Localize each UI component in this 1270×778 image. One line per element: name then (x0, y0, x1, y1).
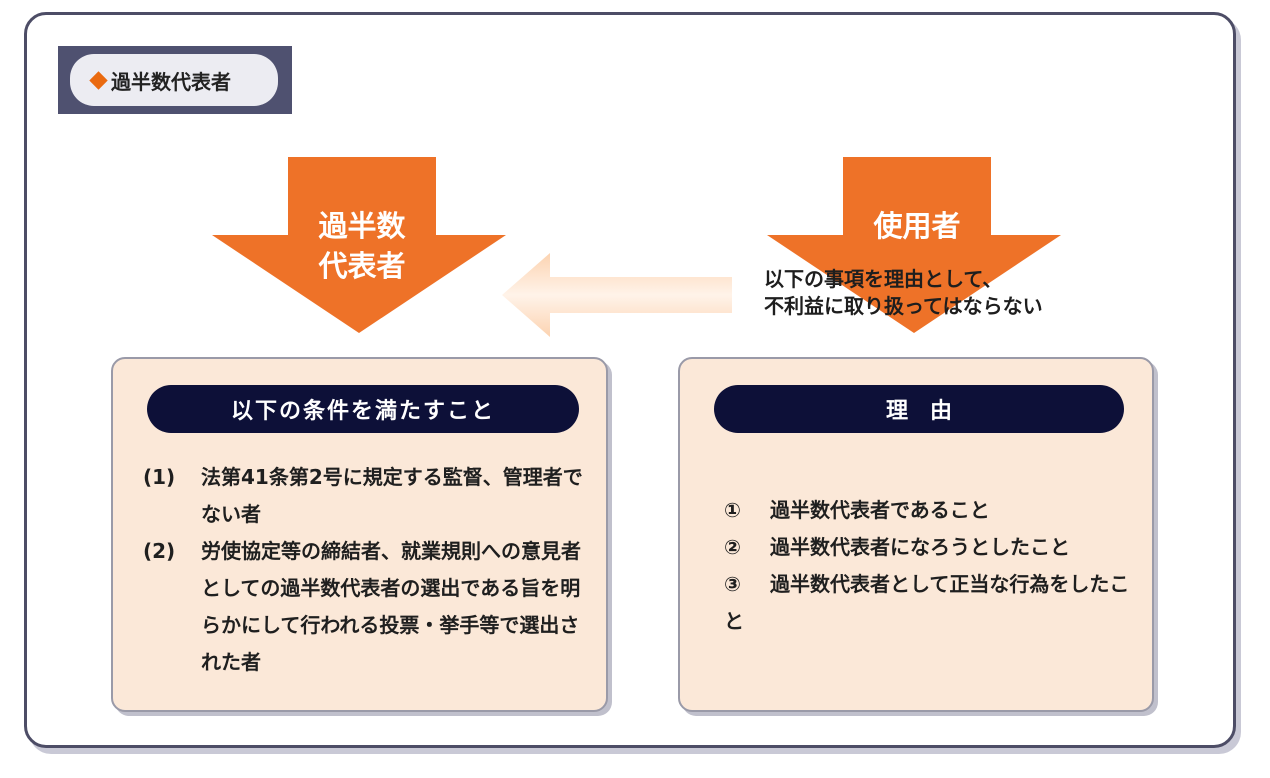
reason-text: 過半数代表者になろうとしたこと (770, 535, 1070, 559)
condition-item: (1) 法第41条第2号に規定する監督、管理者でない者 (143, 459, 593, 533)
conditions-box: 以下の条件を満たすこと (1) 法第41条第2号に規定する監督、管理者でない者 … (111, 357, 608, 712)
left-arrow-label: 過半数 代表者 (288, 206, 436, 286)
left-arrow-label-line2: 代表者 (318, 249, 406, 283)
condition-text: 労使協定等の締結者、就業規則への意見者としての過半数代表者の選出である旨を明らか… (201, 539, 581, 674)
conditions-list: (1) 法第41条第2号に規定する監督、管理者でない者 (2) 労使協定等の締結… (143, 459, 593, 681)
condition-number: (1) (143, 465, 176, 489)
title-label: 過半数代表者 (70, 54, 278, 106)
reason-text: 過半数代表者として正当な行為をしたこと (724, 572, 1130, 633)
right-down-arrow (767, 157, 1061, 333)
conditions-header: 以下の条件を満たすこと (147, 385, 579, 433)
note-line2: 不利益に取り扱ってはならない (764, 294, 1043, 318)
left-pointing-arrow (502, 253, 732, 337)
reason-number: ② (724, 535, 741, 559)
condition-item: (2) 労使協定等の締結者、就業規則への意見者としての過半数代表者の選出である旨… (143, 533, 593, 681)
condition-text: 法第41条第2号に規定する監督、管理者でない者 (201, 465, 583, 526)
condition-number: (2) (143, 539, 176, 563)
right-arrow-label: 使用者 (873, 209, 961, 243)
note-line1: 以下の事項を理由として、 (764, 267, 1003, 291)
left-down-arrow (212, 157, 506, 333)
left-arrow-label-line1: 過半数 (318, 209, 406, 243)
reason-item: ② 過半数代表者になろうとしたこと (724, 529, 1144, 566)
reasons-header: 理 由 (714, 385, 1124, 433)
title-text: 過半数代表者 (111, 69, 231, 94)
reason-number: ③ (724, 572, 741, 596)
reason-number: ① (724, 498, 741, 522)
note-text: 以下の事項を理由として、 不利益に取り扱ってはならない (764, 266, 1043, 320)
reason-item: ① 過半数代表者であること (724, 492, 1144, 529)
reason-text: 過半数代表者であること (770, 498, 990, 522)
